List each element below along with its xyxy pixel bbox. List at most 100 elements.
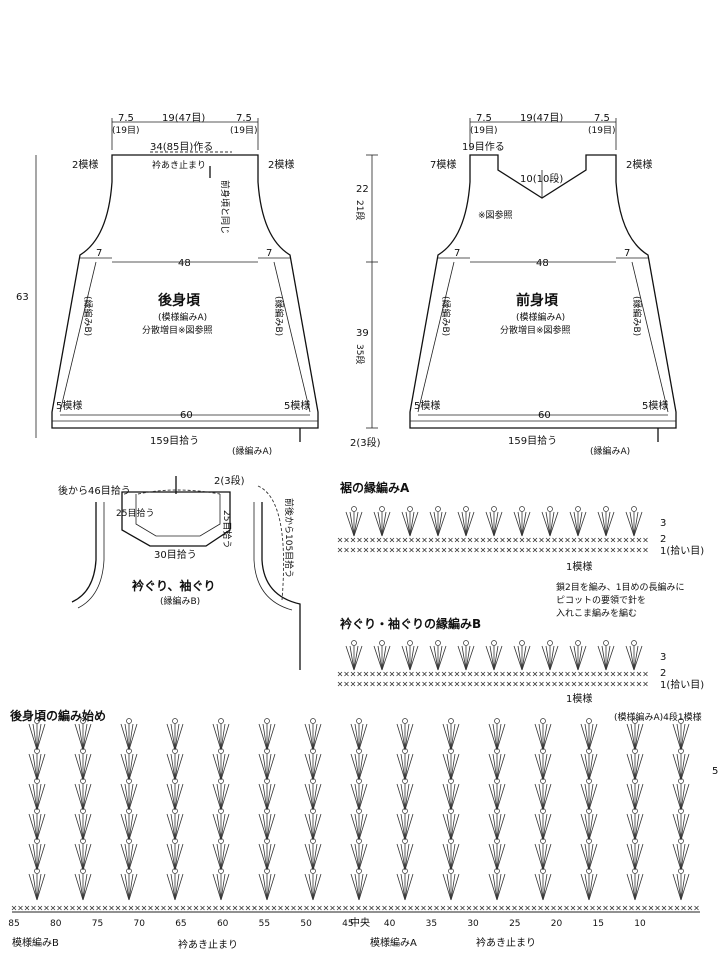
start-number-80: 80: [50, 919, 62, 929]
collar-front-pick: 前後から105目拾う: [283, 498, 295, 578]
edge-a-pattern: 1模様: [566, 560, 592, 573]
collar-sub: (縁編みB): [160, 595, 200, 607]
collar-side-pick-right: 25目拾う: [221, 510, 233, 548]
back-hem-width: 60: [180, 410, 193, 421]
edge-a-row1: 1(拾い目): [660, 544, 704, 557]
front-neck-ref: ※図参照: [478, 209, 513, 221]
start-number-30: 30: [467, 919, 479, 929]
back-title: 後身頃: [158, 292, 201, 309]
front-pickup: 159目拾う: [508, 434, 557, 447]
front-pattern-right: 2模様: [626, 158, 652, 171]
start-row-2: [28, 838, 690, 871]
start-row-1: [28, 868, 690, 901]
front-sub2: 分散増目※図参照: [500, 324, 571, 336]
start-row-5: [28, 748, 690, 781]
edge-a-row3-fans: [345, 506, 643, 537]
edge-b-row3-fans: [345, 640, 643, 671]
back-top-right-st: (19目): [230, 125, 257, 136]
collar-side-pick: 25目拾う: [116, 507, 154, 519]
front-width: 48: [536, 258, 549, 269]
start-foundation-chain: [11, 905, 699, 911]
edge-b-title: 衿ぐり・袖ぐりの縁編みB: [340, 616, 481, 631]
start-number-45: 45: [342, 919, 353, 929]
edge-a-note3: 入れこま編みを編む: [556, 607, 637, 619]
start-number-40: 40: [384, 919, 396, 929]
start-left-stop: 衿あき止まり: [178, 938, 238, 951]
edge-b-chart: [337, 640, 648, 687]
collar-back-pick: 後から46目拾う: [58, 484, 131, 497]
edge-b-row2-stitches: [337, 671, 648, 677]
start-title: 後身頃の編み始め: [10, 708, 106, 723]
edge-a-row2: 2: [660, 534, 666, 545]
start-repeat: (模様編みA)4段1模様: [614, 711, 702, 723]
collar-rows: 2(3段): [214, 474, 245, 487]
edge-a-chart: [337, 506, 648, 553]
front-body-outline: [409, 154, 677, 429]
edge-b-row3: 3: [660, 652, 666, 663]
front-border-h: 2(3段): [350, 436, 381, 449]
back-top-mid: 19(47目): [162, 113, 205, 124]
edge-a-title: 裾の縁編みA: [340, 480, 410, 495]
start-left-pattern: 模様編みB: [12, 936, 59, 949]
back-border-right: (縁編みB): [273, 296, 285, 336]
front-cast-on: 19目作る: [462, 141, 505, 153]
front-body-diagram: [366, 118, 677, 442]
front-pattern-left: 7模様: [430, 158, 456, 171]
front-top-left-dim: 7.5: [476, 113, 492, 124]
start-number-85: 85: [8, 919, 19, 929]
back-armhole-right: 7: [266, 248, 272, 259]
front-upper-rows: 21段: [354, 200, 366, 220]
start-number-20: 20: [551, 919, 563, 929]
start-row-3: [28, 808, 690, 841]
front-armhole-left: 7: [454, 248, 460, 259]
front-upper-h: 22: [356, 184, 369, 195]
start-number-50: 50: [300, 919, 312, 929]
edge-b-row1: 1(拾い目): [660, 678, 704, 691]
edge-a-note1: 鎖2目を編み、1目めの長編みに: [556, 581, 684, 593]
back-pickup: 159目拾う: [150, 434, 199, 447]
edge-b-pattern: 1模様: [566, 692, 592, 705]
edge-b-row1-stitches: [337, 681, 648, 687]
back-pattern-right: 2模様: [268, 158, 294, 171]
back-side-note: 前身頃と同じ: [219, 180, 231, 234]
start-number-65: 65: [175, 919, 186, 929]
back-pattern-left: 2模様: [72, 158, 98, 171]
front-border-left: (縁編みB): [440, 296, 452, 336]
front-hem-right: 5模様: [642, 399, 668, 412]
back-cast-on: 34(85目)作る: [150, 141, 213, 153]
start-number-55: 55: [259, 919, 270, 929]
edge-b-row2: 2: [660, 668, 666, 679]
collar-title: 衿ぐり、袖ぐり: [132, 578, 216, 593]
back-width: 48: [178, 258, 191, 269]
back-hem-right: 5模様: [284, 399, 310, 412]
collar-bottom-pick: 30目拾う: [154, 548, 197, 561]
start-row-4: [28, 778, 690, 811]
back-border-left: (縁編みB): [82, 296, 94, 336]
front-title: 前身頃: [516, 292, 559, 309]
front-hem-border: (縁編みA): [590, 445, 630, 457]
start-center: 中央: [350, 916, 370, 929]
back-sub2: 分散増目※図参照: [142, 324, 213, 336]
front-hem-left: 5模様: [414, 399, 440, 412]
start-number-10: 10: [634, 919, 646, 929]
front-top-left-st: (19目): [470, 125, 497, 136]
back-armhole-left: 7: [96, 248, 102, 259]
back-top-left-dim: 7.5: [118, 113, 134, 124]
back-hem-border: (縁編みA): [232, 445, 272, 457]
back-top-right-dim: 7.5: [236, 113, 252, 124]
back-top-left-st: (19目): [112, 125, 139, 136]
front-sub1: (模様編みA): [516, 311, 565, 323]
start-number-15: 15: [593, 919, 604, 929]
start-right-stop: 衿あき止まり: [476, 936, 536, 949]
edge-a-note2: ピコットの要領で針を: [556, 594, 646, 606]
front-top-mid: 19(47目): [520, 113, 563, 124]
start-number-70: 70: [133, 919, 145, 929]
back-hem-left: 5模様: [56, 399, 82, 412]
front-border-right: (縁編みB): [631, 296, 643, 336]
collar-armhole-diagram: [71, 476, 301, 670]
back-sub1: (模様編みA): [158, 311, 207, 323]
start-number-35: 35: [426, 919, 437, 929]
front-hem-width: 60: [538, 410, 551, 421]
start-row-6: [28, 718, 690, 751]
